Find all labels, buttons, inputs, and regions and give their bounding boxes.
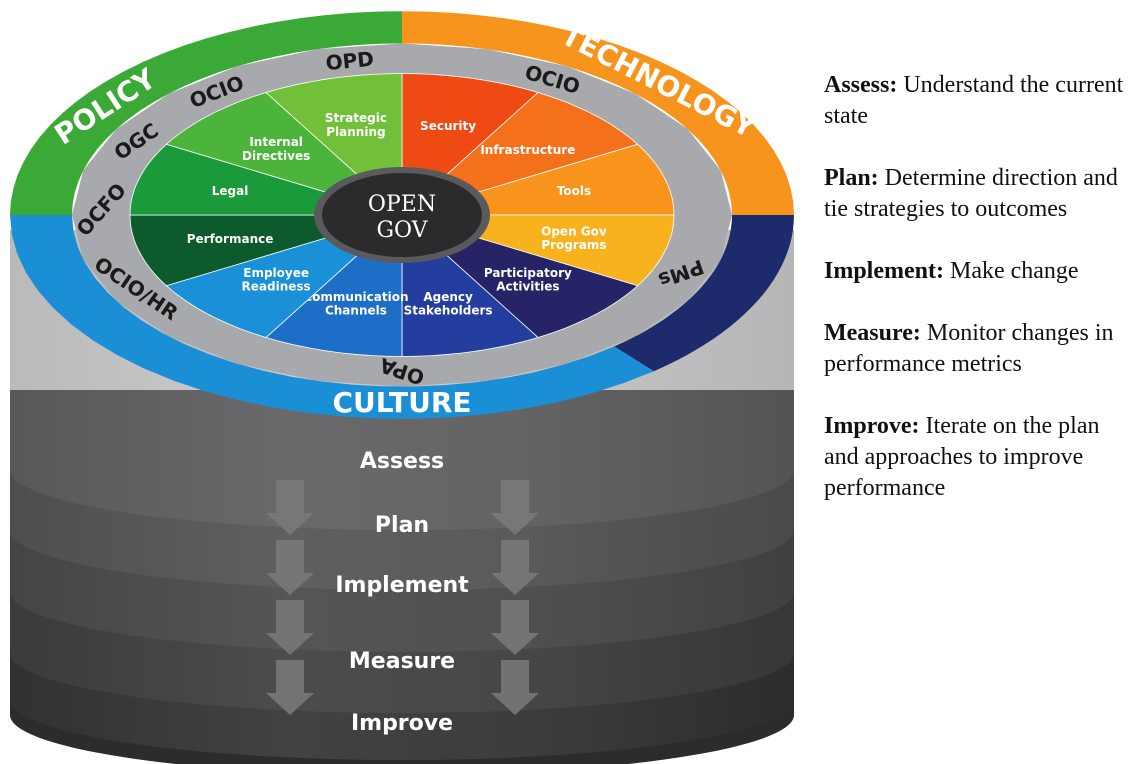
pillar-policy-band: [10, 11, 402, 216]
step-label: Implement: [335, 573, 469, 598]
hub-label-line1: OPEN: [368, 192, 436, 217]
down-arrow-icon: [266, 660, 314, 715]
down-arrow-icon: [266, 540, 314, 595]
down-arrow-icon: [266, 600, 314, 655]
hub-label-line2: GOV: [376, 218, 428, 243]
hub-inner: [322, 173, 482, 257]
step-arrows: [266, 480, 539, 715]
down-arrow-icon: [491, 540, 539, 595]
step-label: Measure: [349, 649, 455, 674]
down-arrow-icon: [491, 480, 539, 535]
down-arrow-icon: [266, 480, 314, 535]
definition-plan: Plan: Determine direction and tie strate…: [824, 165, 1118, 222]
step-label: Assess: [360, 449, 444, 474]
step-label: Plan: [375, 513, 429, 538]
definition-improve: Improve: Iterate on the plan and approac…: [824, 413, 1100, 501]
definition-implement: Implement: Make change: [824, 258, 1079, 284]
down-arrow-icon: [491, 660, 539, 715]
pillar-label-culture: CULTURE: [332, 386, 471, 419]
segment-label: Security: [420, 119, 476, 133]
segment-label: Legal: [212, 184, 249, 198]
down-arrow-icon: [491, 600, 539, 655]
segment-label: Infrastructure: [480, 143, 575, 157]
segment-label: Tools: [557, 184, 591, 198]
pillar-culture-band: [10, 215, 654, 419]
segment-label: Performance: [187, 232, 274, 246]
definition-assess: Assess: Understand the current state: [824, 72, 1124, 129]
pillar-culture-band-dark: [614, 215, 794, 372]
phase-definitions: Assess: Understand the current state Pla…: [824, 70, 1124, 535]
definition-measure: Measure: Monitor changes in performance …: [824, 320, 1114, 377]
step-label: Improve: [351, 711, 453, 736]
pillar-technology-band: [402, 11, 794, 216]
office-label: OPD: [325, 47, 375, 76]
